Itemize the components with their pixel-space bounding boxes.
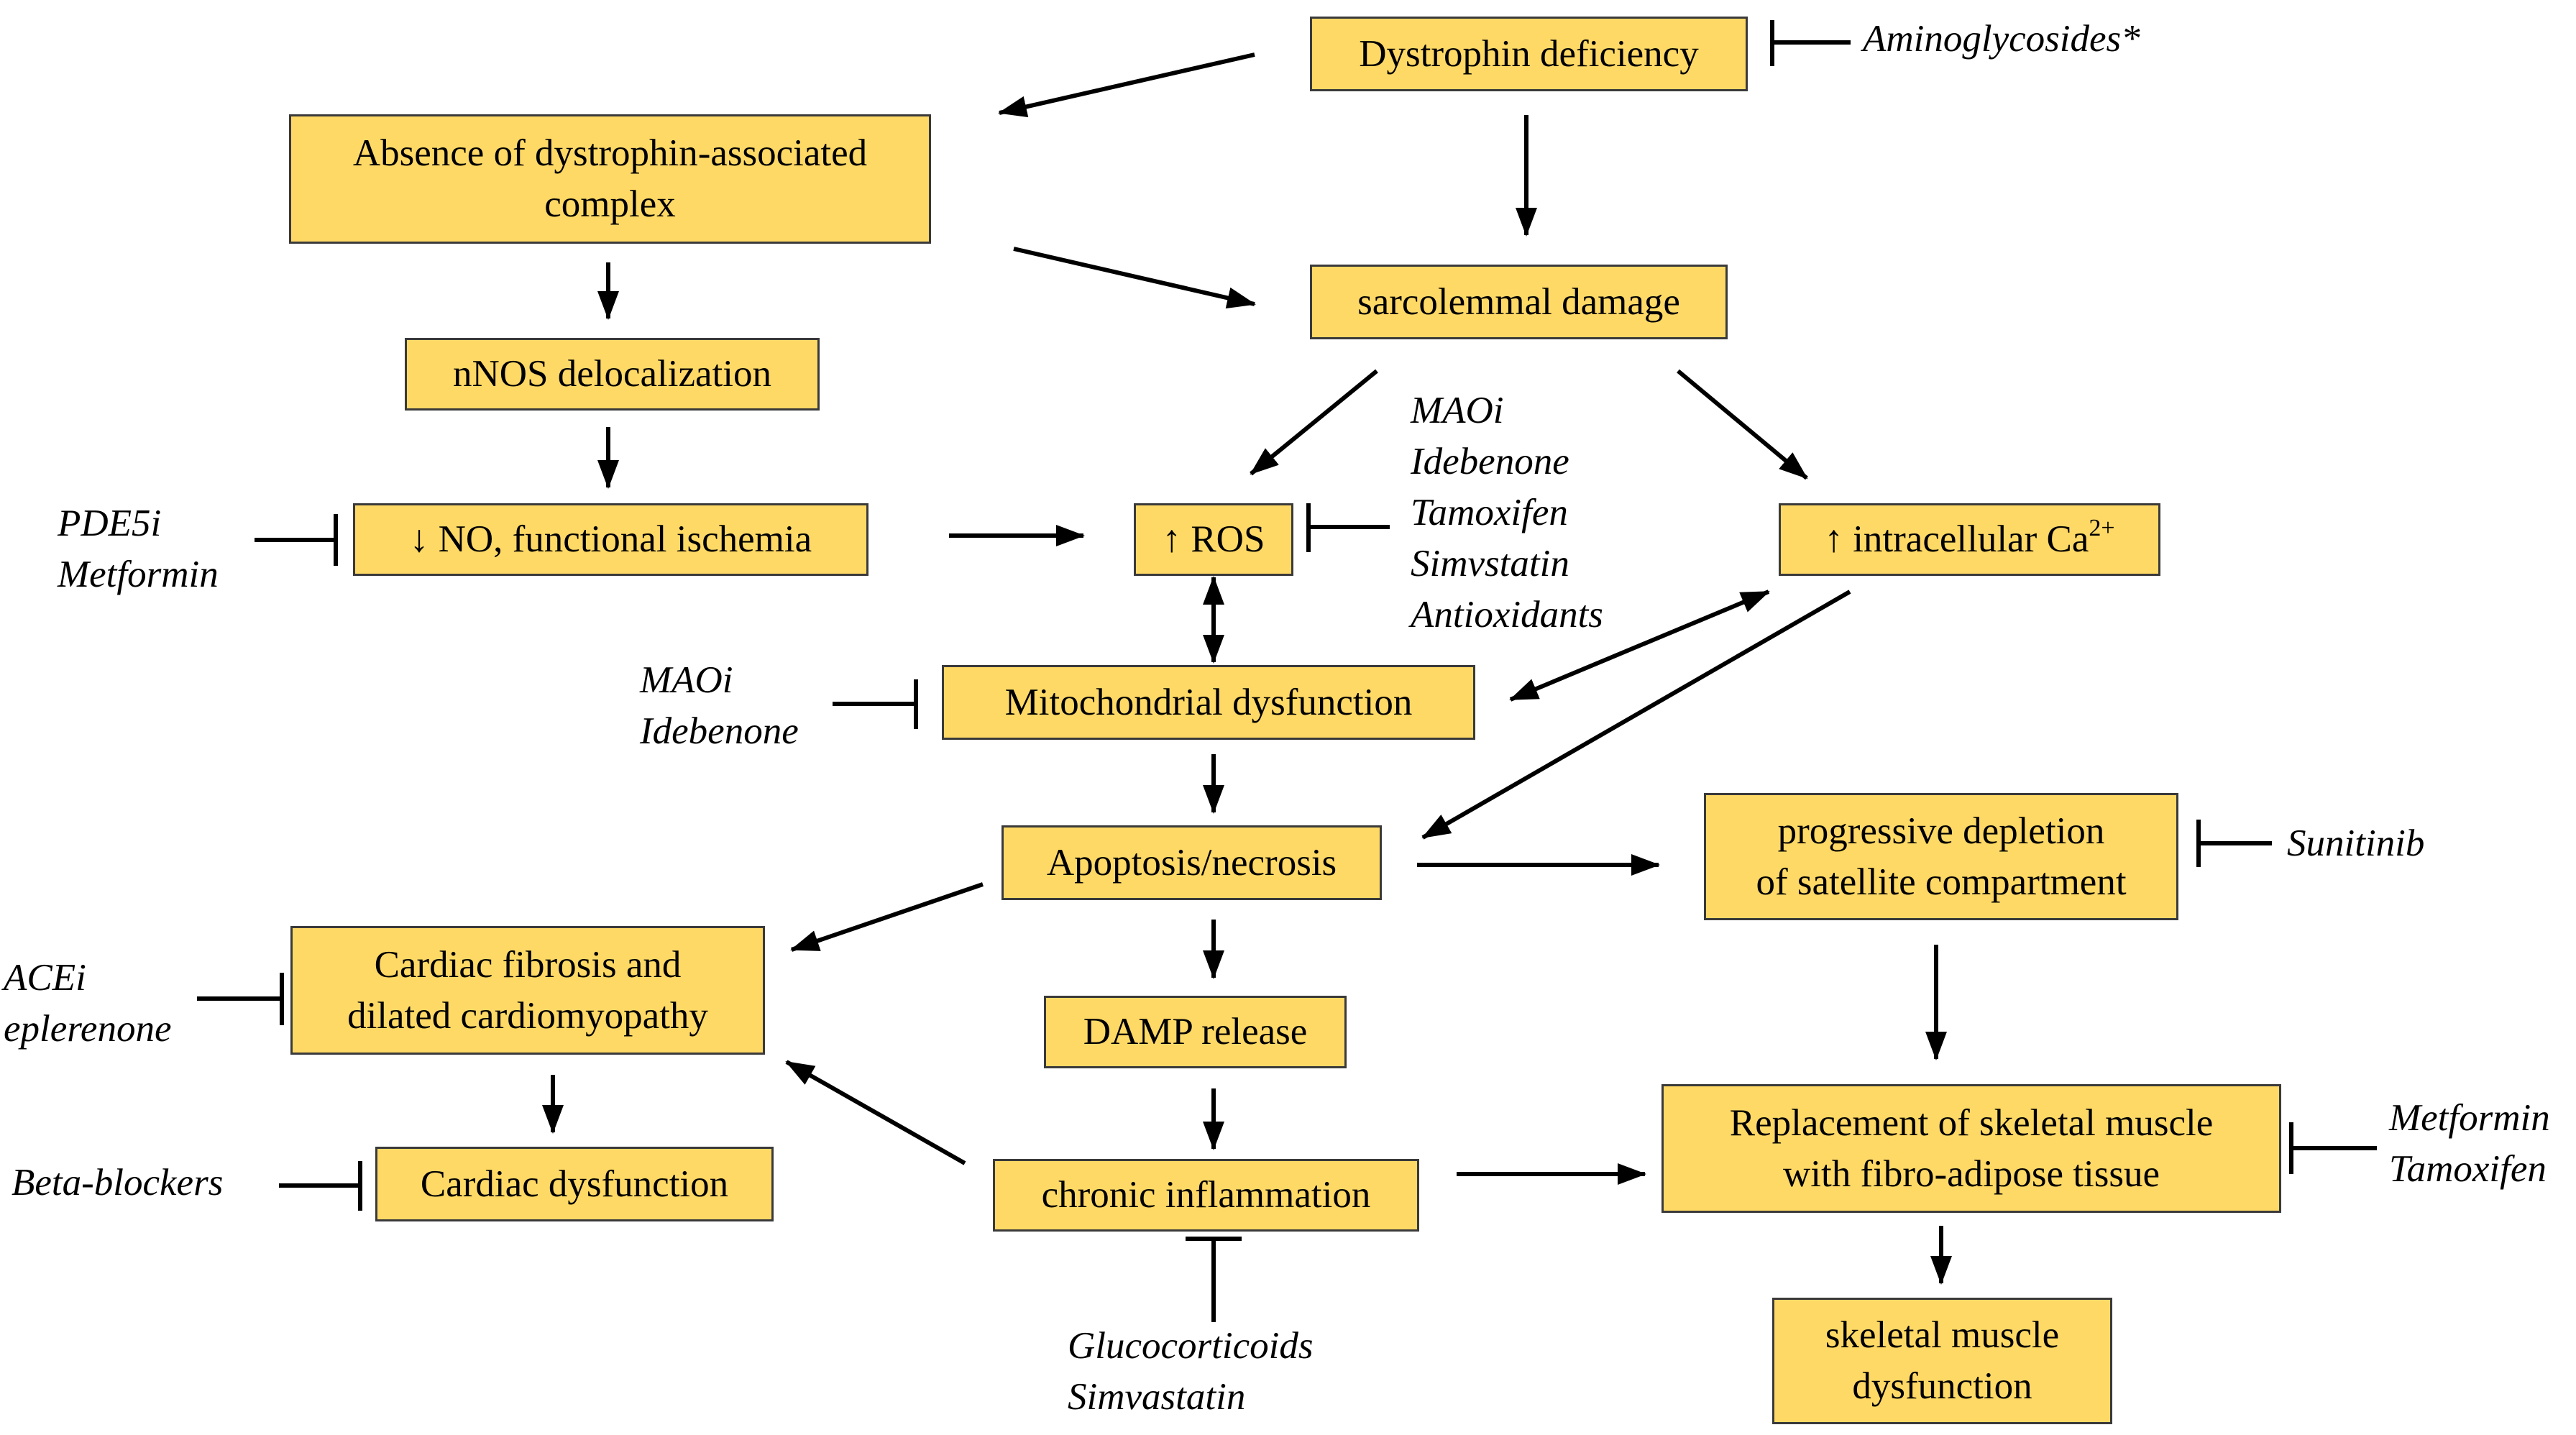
box-satellite-depletion: progressive depletion of satellite compa… <box>1704 793 2178 920</box>
arrow-calcium-mito-bidirectional <box>1509 590 1770 702</box>
box-cardiac-dysfunction: Cardiac dysfunction <box>375 1147 774 1221</box>
drug-list-replacement: Metformin Tamoxifen <box>2389 1093 2550 1195</box>
drug-sunitinib-text: Sunitinib <box>2287 822 2425 864</box>
inhibit-aminoglycosides <box>1770 20 1851 66</box>
arrow-dystrophin-to-absence <box>998 52 1255 118</box>
drug-metformin-replacement: Metformin <box>2389 1097 2550 1139</box>
box-apoptosis-necrosis: Apoptosis/necrosis <box>1001 825 1382 900</box>
drug-glucocorticoids: Glucocorticoids <box>1068 1325 1314 1367</box>
drug-simvastatin: Simvastatin <box>1068 1376 1246 1418</box>
inhibit-cardiac-dysfunction <box>279 1161 362 1211</box>
drug-list-mito: MAOi Idebenone <box>640 655 799 757</box>
box-depletion-text-line2: of satellite compartment <box>1756 861 2127 903</box>
box-absence-text-line1: Absence of dystrophin-associated <box>352 132 868 174</box>
box-mito-text: Mitochondrial dysfunction <box>1004 681 1413 723</box>
box-damp-release: DAMP release <box>1044 996 1347 1068</box>
box-no-ischemia: ↓ NO, functional ischemia <box>353 503 868 576</box>
box-calcium-superscript: 2+ <box>2089 515 2115 541</box>
inhibit-satellite <box>2196 820 2272 867</box>
box-mitochondrial-dysfunction: Mitochondrial dysfunction <box>942 665 1475 740</box>
arrow-sarcolemmal-to-ros <box>1250 369 1378 476</box>
inhibit-ischemia <box>255 514 338 566</box>
inhibit-inflammation <box>1186 1237 1242 1322</box>
arrow-absence-to-sarcolemmal <box>1013 247 1256 309</box>
box-fibrosis-text-line2: dilated cardiomyopathy <box>347 994 708 1037</box>
drug-metformin: Metformin <box>58 554 219 595</box>
inhibit-ros <box>1306 503 1390 552</box>
drug-eplerenone: eplerenone <box>4 1008 172 1050</box>
box-ros-text: ↑ ROS <box>1162 518 1265 560</box>
drug-acei: ACEi <box>4 957 86 999</box>
drug-tamoxifen: Tamoxifen <box>1411 492 1568 533</box>
drug-list-fibrosis: ACEi eplerenone <box>4 953 171 1055</box>
box-sarcolemmal-damage: sarcolemmal damage <box>1310 265 1728 339</box>
box-skeletal-muscle-dysfunction: skeletal muscle dysfunction <box>1772 1298 2112 1424</box>
box-cardiac-dysfunction-text: Cardiac dysfunction <box>420 1163 729 1205</box>
box-nnos-delocalization: nNOS delocalization <box>405 338 820 411</box>
drug-list-ros: MAOi Idebenone Tamoxifen Simvstatin Anti… <box>1411 385 1603 641</box>
arrow-inflammation-to-fibrosis <box>785 1060 966 1165</box>
arrow-calcium-to-apoptosis <box>1421 590 1851 840</box>
box-depletion-text-line1: progressive depletion <box>1777 810 2105 852</box>
box-inflammation-text: chronic inflammation <box>1041 1174 1371 1216</box>
box-nnos-text: nNOS delocalization <box>452 353 772 395</box>
box-sarcolemmal-text: sarcolemmal damage <box>1357 280 1680 323</box>
box-fibro-adipose-replacement: Replacement of skeletal muscle with fibr… <box>1661 1084 2281 1213</box>
drug-beta-blockers-text: Beta-blockers <box>12 1162 224 1204</box>
box-apoptosis-text: Apoptosis/necrosis <box>1046 841 1337 884</box>
drug-antioxidants: Antioxidants <box>1411 594 1603 636</box>
drug-list-ischemia: PDE5i Metformin <box>58 498 219 600</box>
drug-list-inflammation: Glucocorticoids Simvastatin <box>1068 1321 1314 1423</box>
box-calcium-text: ↑ intracellular Ca2+ <box>1824 514 2114 565</box>
box-replacement-text-line1: Replacement of skeletal muscle <box>1729 1101 2214 1144</box>
box-replacement-text-line2: with fibro-adipose tissue <box>1782 1152 2160 1195</box>
box-cardiac-fibrosis: Cardiac fibrosis and dilated cardiomyopa… <box>290 926 765 1055</box>
drug-sunitinib: Sunitinib <box>2287 818 2424 869</box>
box-no-ischemia-text: ↓ NO, functional ischemia <box>409 518 812 560</box>
inhibit-mito <box>833 679 918 729</box>
inhibit-fibrosis <box>197 973 284 1025</box>
box-ros: ↑ ROS <box>1134 503 1293 576</box>
box-intracellular-calcium: ↑ intracellular Ca2+ <box>1779 503 2160 576</box>
drug-idebenone-mito: Idebenone <box>640 710 799 752</box>
box-dystrophin-deficiency-text: Dystrophin deficiency <box>1359 32 1699 75</box>
box-chronic-inflammation: chronic inflammation <box>993 1159 1419 1232</box>
drug-aminoglycosides-text: Aminoglycosides* <box>1863 18 2140 60</box>
drug-maoi-mito: MAOi <box>640 659 733 701</box>
box-absence-text-line2: complex <box>544 183 676 225</box>
inhibit-replacement <box>2289 1122 2377 1174</box>
drug-pde5i: PDE5i <box>58 503 162 544</box>
box-skeletal-text-line2: dysfunction <box>1852 1365 2032 1407</box>
drug-maoi: MAOi <box>1411 390 1504 431</box>
drug-simvstatin: Simvstatin <box>1411 543 1569 584</box>
box-skeletal-text-line1: skeletal muscle <box>1825 1314 2060 1356</box>
box-dystrophin-deficiency: Dystrophin deficiency <box>1310 17 1748 91</box>
arrow-sarcolemmal-to-calcium <box>1677 369 1808 480</box>
box-damp-text: DAMP release <box>1083 1011 1308 1053</box>
box-calcium-label: ↑ intracellular Ca <box>1824 518 2089 560</box>
arrow-apoptosis-to-fibrosis <box>790 882 984 952</box>
drug-tamoxifen-replacement: Tamoxifen <box>2389 1148 2547 1190</box>
drug-aminoglycosides: Aminoglycosides* <box>1863 14 2140 65</box>
box-fibrosis-text-line1: Cardiac fibrosis and <box>374 943 682 986</box>
box-absence-dystrophin-complex: Absence of dystrophin-associated complex <box>289 114 931 244</box>
drug-beta-blockers: Beta-blockers <box>12 1157 223 1209</box>
drug-idebenone: Idebenone <box>1411 441 1569 482</box>
